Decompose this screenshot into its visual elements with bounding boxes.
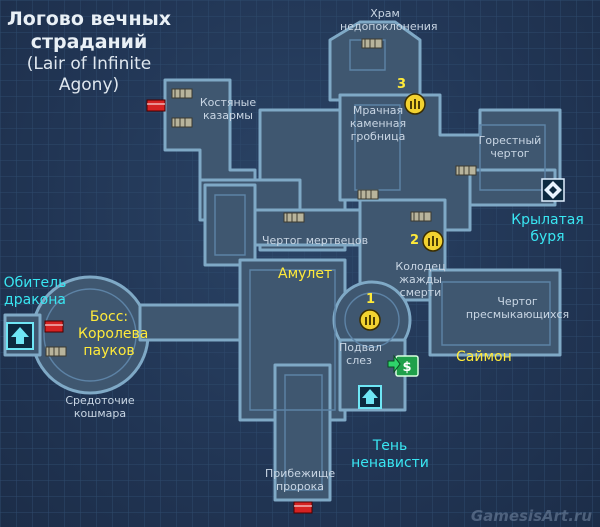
- label-obitel: Обитель дракона: [3, 275, 67, 308]
- gray-chest-icon[interactable]: [455, 165, 477, 176]
- label-hram: Храм недопоклонения: [340, 7, 438, 33]
- gray-chest-icon[interactable]: [171, 88, 193, 99]
- label-pribezhishe: Прибежище пророка: [265, 467, 336, 493]
- label-kostyanye: Костяные казармы: [199, 96, 257, 122]
- gray-chest-icon[interactable]: [410, 211, 432, 222]
- label-boss: Босс: Королева пауков: [78, 309, 149, 359]
- west-hall: [203, 183, 257, 267]
- shrine-number-3: 3: [397, 77, 407, 92]
- gray-chest-icon[interactable]: [283, 212, 305, 223]
- title-en: (Lair of Infinite Agony): [26, 54, 152, 95]
- red-chest-icon[interactable]: [293, 501, 313, 514]
- label-krylataya: Крылатая буря: [511, 212, 584, 245]
- diamond-waypoint-icon[interactable]: [541, 178, 565, 202]
- label-gorestny: Горестный чертог: [478, 134, 542, 160]
- shrine-number-2: 2: [410, 233, 420, 248]
- label-chertog-mertvecov: Чертог мертвецов: [262, 234, 369, 247]
- right-corridor: [468, 168, 557, 207]
- title-ru: Логово вечных страданий: [6, 8, 172, 53]
- shrine-icon[interactable]: [403, 92, 427, 116]
- shrine-number-1: 1: [366, 292, 376, 307]
- shrine-icon[interactable]: [358, 308, 382, 332]
- label-sredotochie: Средоточие кошмара: [65, 394, 135, 420]
- gray-chest-icon[interactable]: [45, 346, 67, 357]
- exit-arrow-icon[interactable]: [6, 322, 34, 350]
- vending-machine-icon[interactable]: $: [386, 353, 420, 379]
- label-podval: Подвал слез: [339, 341, 382, 367]
- label-ten: Тень ненависти: [351, 438, 429, 471]
- red-chest-icon[interactable]: [44, 320, 64, 333]
- label-mrachnaya: Мрачная каменная гробница: [349, 104, 407, 143]
- shrine-icon[interactable]: [421, 229, 445, 253]
- label-kolodec: Колодец жажды смерти: [395, 260, 446, 299]
- map-title: Логово вечных страданий (Lair of Infinit…: [6, 8, 172, 96]
- gray-chest-icon[interactable]: [171, 117, 193, 128]
- crawlers-hall: [428, 268, 562, 357]
- prophet-refuge: [273, 363, 332, 502]
- watermark: GamesisArt.ru: [470, 507, 592, 525]
- temple-room: [328, 20, 422, 102]
- gray-chest-icon[interactable]: [357, 189, 379, 200]
- label-chertog-presm: Чертог пресмыкающихся: [465, 295, 570, 321]
- red-chest-icon[interactable]: [146, 99, 166, 112]
- exit-arrow-icon[interactable]: [358, 385, 382, 409]
- label-saimon: Саймон: [456, 349, 512, 365]
- label-amulet: Амулет: [278, 266, 333, 282]
- svg-text:$: $: [402, 360, 411, 375]
- basement-link: [338, 338, 407, 412]
- gray-chest-icon[interactable]: [361, 38, 383, 49]
